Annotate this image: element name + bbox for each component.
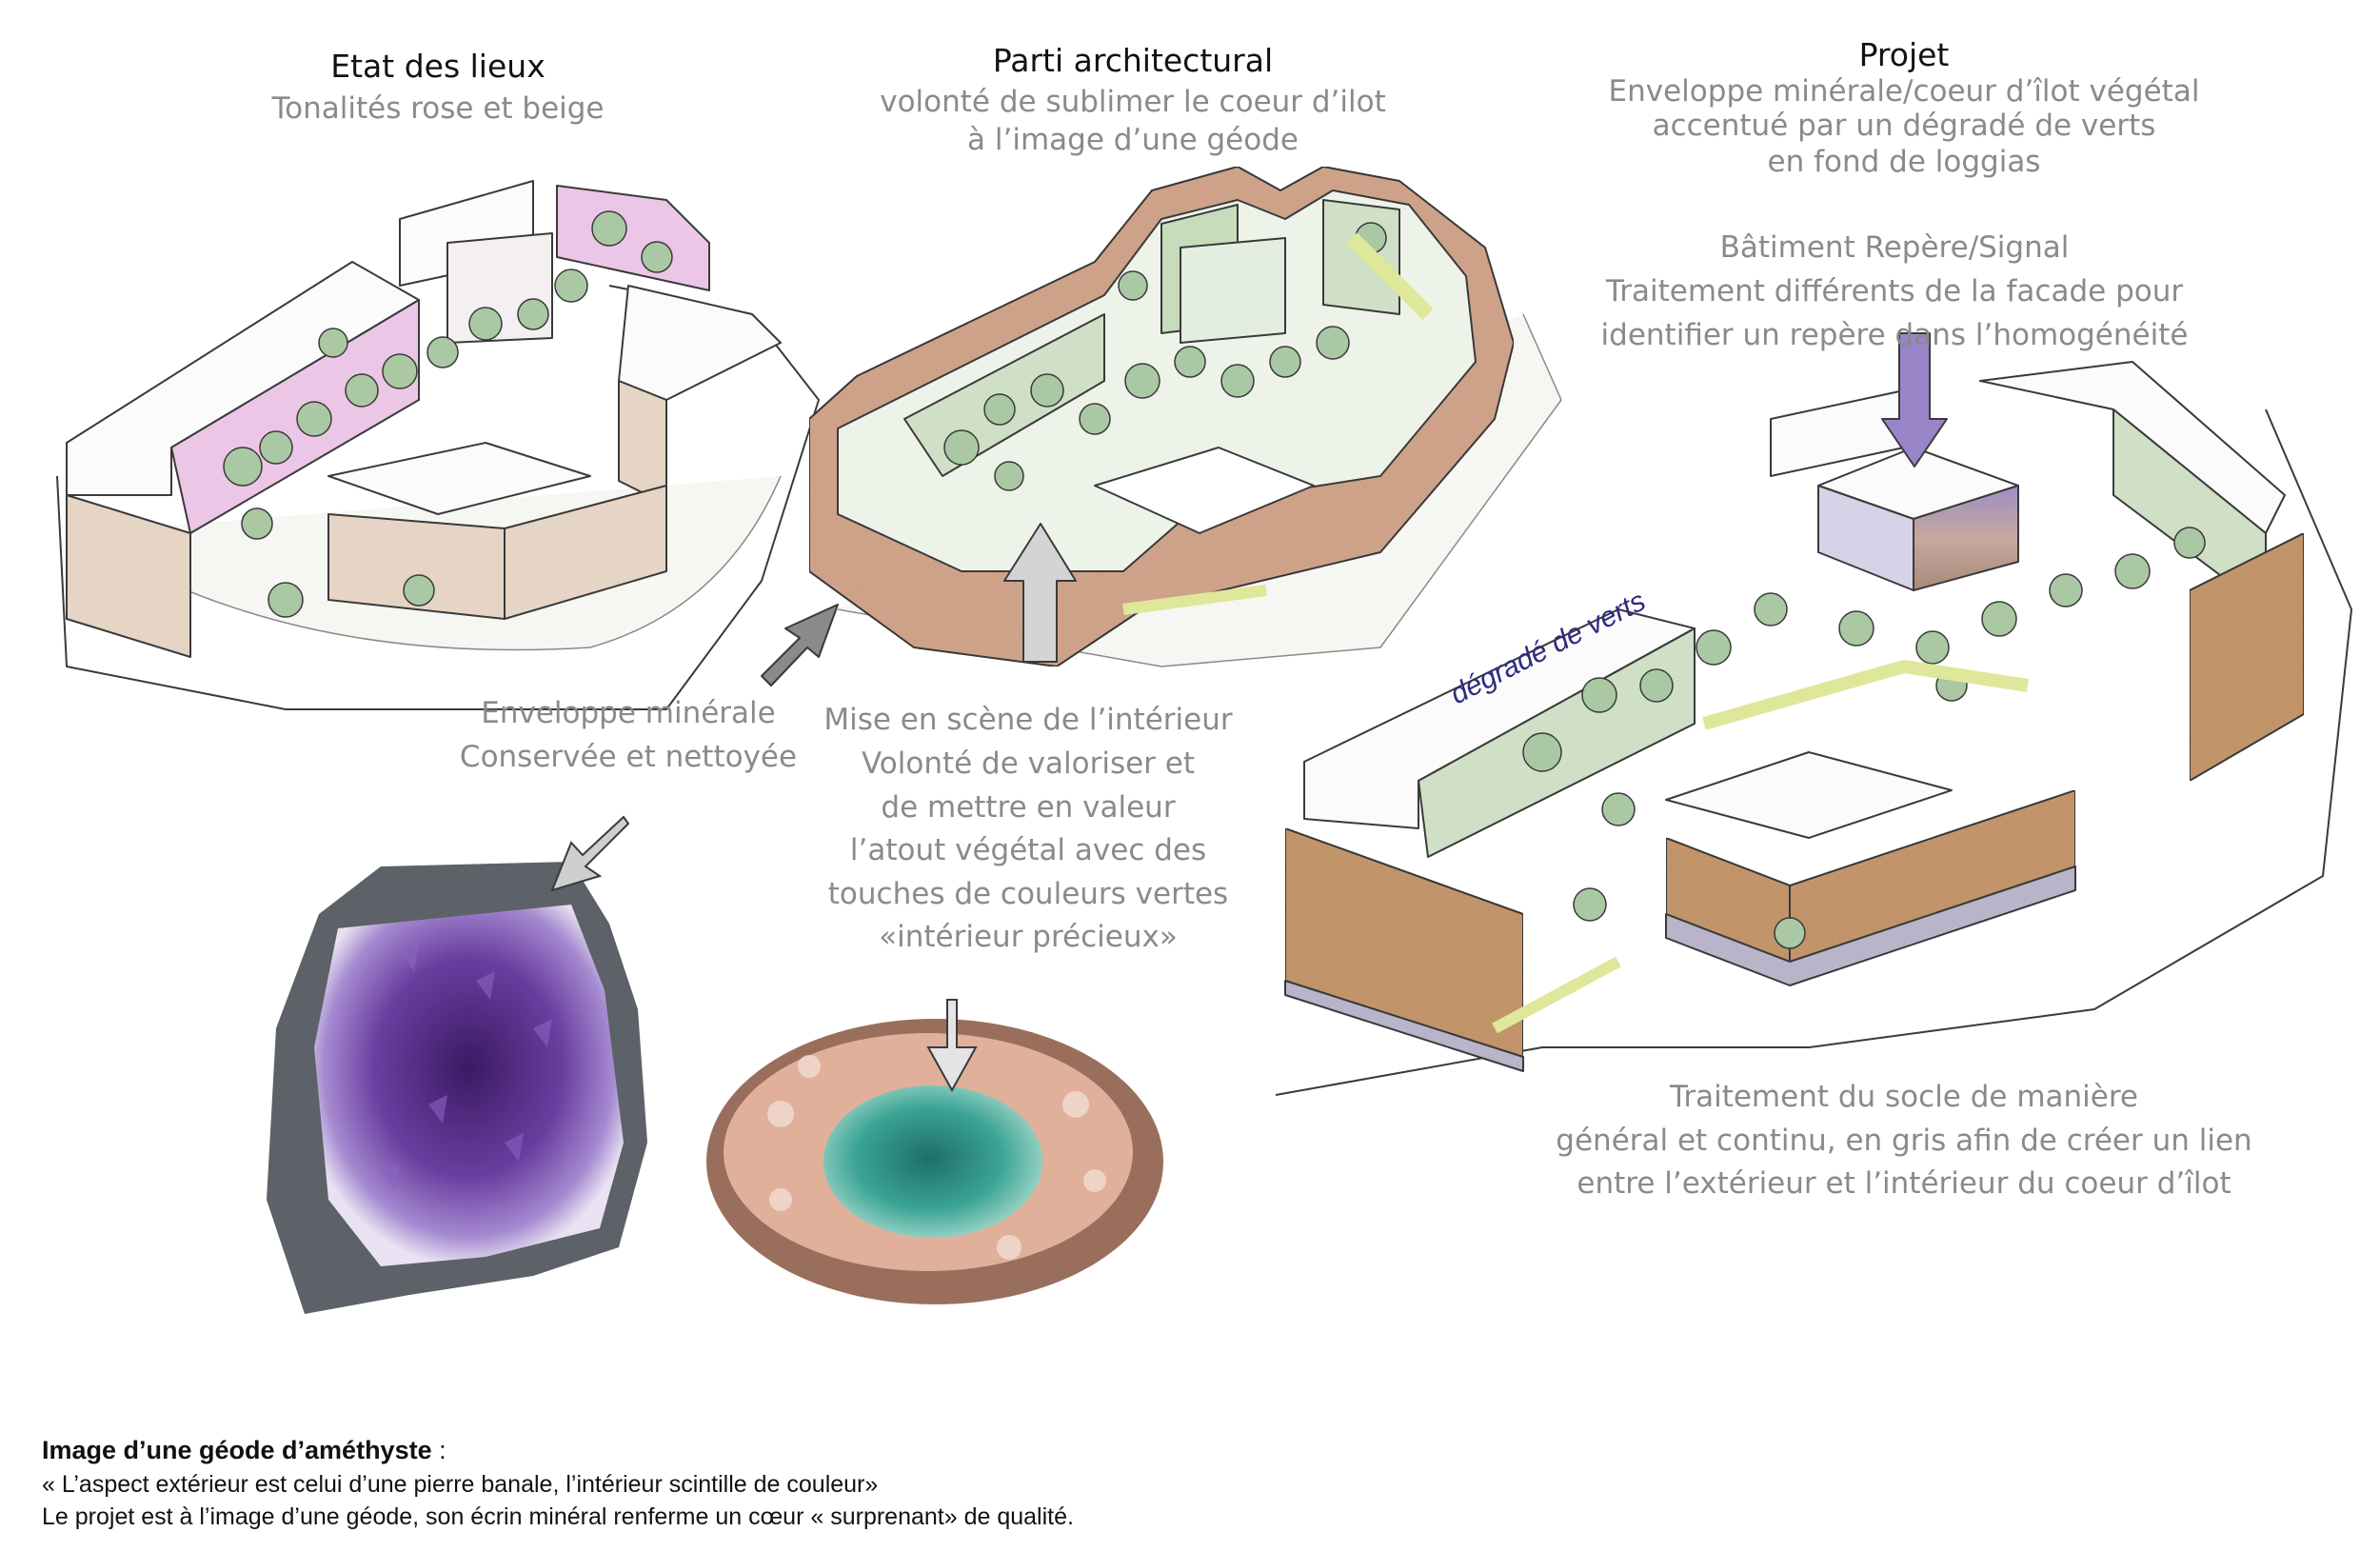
interior-line-3: de mettre en valeur — [881, 790, 1176, 825]
project-title: Projet — [1858, 36, 1950, 73]
interior-line-4: l’atout végétal avec des — [849, 833, 1207, 867]
interior-line-5: touches de couleurs vertes — [827, 877, 1229, 911]
project-back-right-roof — [1979, 361, 2286, 534]
concept-courtyard-trees — [943, 222, 1387, 491]
caption-title-text: Image d’une géode d’améthyste — [42, 1436, 432, 1464]
amethyst-arrow — [550, 815, 630, 892]
project-subtitle-line-1: Enveloppe minérale/coeur d’îlot végétal — [1608, 74, 2200, 109]
project-front-plinth — [1665, 866, 2076, 986]
envelope-line-1: Enveloppe minérale — [481, 696, 776, 730]
landmark-tower-facade-2 — [1913, 485, 2019, 591]
concept-lime-path-2 — [1122, 585, 1267, 615]
existing-right-wing-facade — [618, 380, 667, 506]
project-lime-path-2 — [1492, 956, 1621, 1034]
green-geode-calcite — [767, 1055, 1106, 1260]
caption-title: Image d’une géode d’améthyste : — [42, 1436, 446, 1465]
landmark-line-1: Bâtiment Repère/Signal — [1719, 230, 2070, 265]
amethyst-geode-photo — [267, 815, 647, 1314]
project-left-plinth — [1284, 980, 1524, 1072]
existing-front-block-roof — [327, 442, 591, 515]
project-subtitle-line-3: en fond de loggias — [1767, 145, 2041, 179]
existing-back-pink-top — [556, 185, 710, 291]
plinth-line-2: général et continu, en gris afin de crée… — [1556, 1124, 2252, 1158]
plinth-line-3: entre l’extérieur et l’intérieur du coeu… — [1577, 1166, 2231, 1201]
project-front-block-roof — [1665, 751, 1953, 839]
caption-line-1: « L’aspect extérieur est celui d’une pie… — [42, 1471, 879, 1498]
interior-line-1: Mise en scène de l’intérieur — [823, 703, 1233, 737]
project-right-ochre-facade — [2189, 532, 2305, 782]
concept-title: Parti architectural — [992, 42, 1274, 79]
interior-line-6: «intérieur précieux» — [879, 920, 1178, 954]
plinth-line-1: Traitement du socle de manière — [1669, 1080, 2139, 1114]
landmark-line-3: identifier un repère dans l’homogénéité — [1600, 318, 2189, 352]
landmark-line-2: Traitement différents de la facade pour — [1605, 274, 2184, 308]
concept-white-roof — [1094, 447, 1315, 534]
existing-state-sketch — [56, 180, 820, 710]
green-geode-crystal — [823, 1085, 1042, 1238]
caption-title-suffix: : — [431, 1436, 446, 1464]
concept-center-block — [1180, 237, 1286, 344]
concept-lime-path — [1346, 232, 1434, 320]
project-site-outline — [1275, 408, 2352, 1096]
project-subtitle-line-2: accentué par un dégradé de verts — [1652, 109, 2156, 143]
concept-subtitle-line-2: à l’image d’une géode — [967, 123, 1299, 157]
existing-subtitle: Tonalités rose et beige — [271, 91, 605, 126]
project-courtyard-trees — [1522, 527, 2206, 949]
existing-title: Etat des lieux — [330, 48, 545, 85]
existing-left-block-beige-facade — [66, 494, 191, 658]
green-geode-photo — [706, 999, 1163, 1304]
amethyst-cavity — [314, 905, 624, 1266]
existing-right-wing-roof — [618, 285, 782, 401]
interior-line-2: Volonté de valoriser et — [861, 746, 1195, 781]
green-geode-arrow — [926, 999, 978, 1093]
project-sketch — [1275, 332, 2352, 1096]
envelope-line-2: Conservée et nettoyée — [459, 740, 798, 774]
existing-front-block2-facade — [504, 485, 667, 620]
interior-arrow — [1003, 523, 1077, 663]
amethyst-crystals — [381, 943, 552, 1190]
envelope-arrow — [761, 604, 839, 686]
concept-subtitle-line-1: volonté de sublimer le coeur d’ilot — [880, 85, 1386, 119]
existing-courtyard-trees — [223, 210, 673, 618]
landmark-arrow — [1881, 332, 1948, 468]
concept-sketch — [761, 166, 1562, 686]
caption-line-2: Le projet est à l’image d’une géode, son… — [42, 1503, 1074, 1530]
project-lime-path — [1702, 660, 2030, 730]
